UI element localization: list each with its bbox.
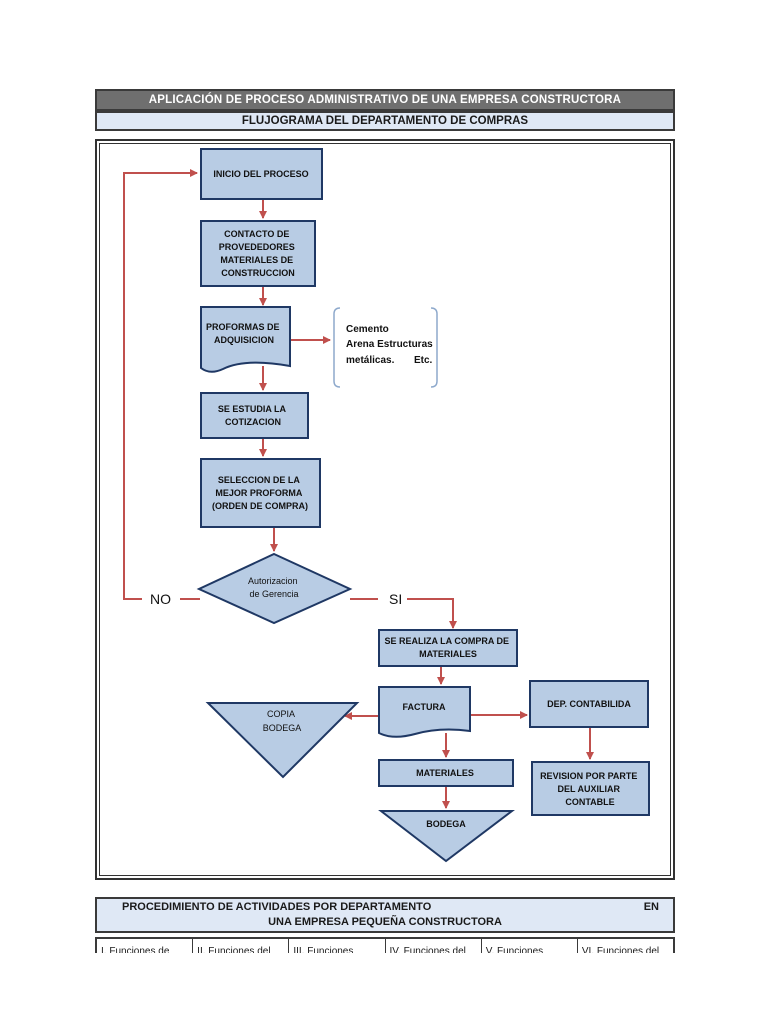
- node-estudia: [200, 392, 309, 439]
- node-proformas: [200, 306, 291, 373]
- node-revision: [531, 761, 650, 816]
- label-seleccion: SELECCION DE LA MEJOR PROFORMA (ORDEN DE…: [212, 475, 308, 511]
- flowchart-title: FLUJOGRAMA DEL DEPARTAMENTO DE COMPRAS: [95, 111, 675, 131]
- node-bodega: [378, 810, 515, 863]
- label-nota: Cemento Arena Estructuras metálicas. Etc…: [346, 324, 435, 366]
- node-inicio: [200, 148, 323, 200]
- node-copia: [205, 702, 360, 779]
- label-estudia: SE ESTUDIA LA COTIZACION: [218, 404, 288, 427]
- label-bodega: BODEGA: [426, 819, 466, 829]
- note-bracket: [333, 307, 438, 388]
- procedimiento-line2: UNA EMPRESA PEQUEÑA CONSTRUCTORA: [268, 916, 502, 928]
- label-contabilidad: DEP. CONTABILIDA: [547, 699, 631, 709]
- node-materiales: [378, 759, 514, 787]
- arrow-si-compra: [350, 598, 453, 628]
- column-header: IV. Funciones del: [386, 939, 482, 953]
- procedimiento-header: PROCEDIMIENTO DE ACTIVIDADES POR DEPARTA…: [95, 897, 675, 933]
- label-proformas: PROFORMAS DE ADQUISICION: [206, 322, 282, 345]
- column-header: III. Funciones: [289, 939, 386, 953]
- label-inicio: INICIO DEL PROCESO: [213, 169, 308, 179]
- node-factura: [378, 686, 471, 738]
- flowchart-frame: [95, 139, 675, 880]
- label-copia: COPIA BODEGA: [263, 709, 302, 733]
- node-compra: [378, 629, 518, 667]
- label-no: NO: [150, 591, 171, 607]
- label-revision: REVISION POR PARTE DEL AUXILIAR CONTABLE: [540, 771, 640, 807]
- document-title: APLICACIÓN DE PROCESO ADMINISTRATIVO DE …: [95, 89, 675, 111]
- label-si: SI: [389, 591, 402, 607]
- column-header: I. Funciones de: [97, 939, 194, 953]
- node-autorizacion: [196, 552, 353, 625]
- column-header: II. Funciones del: [193, 939, 290, 953]
- node-contacto: [200, 220, 316, 287]
- label-autorizacion: Autorizacion de Gerencia: [248, 576, 300, 599]
- column-header: V. Funciones: [482, 939, 578, 953]
- label-factura: FACTURA: [403, 702, 446, 712]
- column-header: VI. Funciones del: [581, 946, 660, 953]
- node-contabilidad: [529, 680, 649, 728]
- label-compra: SE REALIZA LA COMPRA DE MATERIALES: [384, 636, 511, 659]
- procedimiento-line1: PROCEDIMIENTO DE ACTIVIDADES POR DEPARTA…: [122, 901, 432, 913]
- arrow-no-loop: [123, 173, 200, 600]
- label-contacto: CONTACTO DE PROVEDEDORES MATERIALES DE C…: [219, 229, 298, 278]
- node-seleccion: [200, 458, 321, 528]
- funciones-header-row: I. Funciones de II. Funciones del III. F…: [95, 937, 675, 953]
- label-materiales: MATERIALES: [416, 768, 474, 778]
- procedimiento-en: EN: [643, 901, 659, 913]
